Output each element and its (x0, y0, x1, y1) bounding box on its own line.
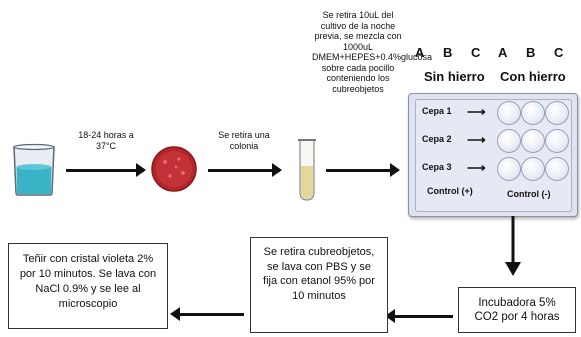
well (521, 101, 545, 125)
step-take-colony-text: Se retira una colonia (218, 130, 270, 151)
column-header-c2: C (554, 45, 564, 60)
row-label-cepa-2: Cepa 2 (422, 134, 452, 144)
control-positive-label: Control (+) (427, 186, 473, 196)
beaker-icon (10, 143, 58, 197)
well (521, 129, 545, 153)
well (497, 157, 521, 181)
well (545, 129, 569, 153)
row-label-cepa-1: Cepa 1 (422, 106, 452, 116)
column-header-b1: B (443, 45, 453, 60)
arrow-beaker-to-petri (66, 163, 146, 177)
group-label-sin-hierro: Sin hierro (424, 69, 485, 84)
arrow-fix-to-stain (170, 307, 244, 321)
fix-text: Se retira cubreobjetos, se lava con PBS … (263, 246, 375, 302)
row-arrow-icon: ⟶ (467, 104, 486, 119)
well-plate: Cepa 1 Cepa 2 Cepa 3 ⟶ ⟶ ⟶ Control (+) C… (408, 93, 578, 217)
arrow-petri-to-tube (208, 163, 282, 177)
step-mix-text: Se retira 10uL del cultivo de la noche p… (312, 10, 433, 94)
stain-text: Teñir con cristal violeta 2% por 10 minu… (19, 253, 157, 310)
well (545, 157, 569, 181)
step-incubate-text: 18-24 horas a 37°C (78, 130, 134, 151)
well (497, 129, 521, 153)
petri-dish-icon (150, 145, 198, 193)
well (545, 101, 569, 125)
arrow-incubator-to-fix (385, 309, 453, 323)
row-arrow-icon: ⟶ (467, 160, 486, 175)
arrow-plate-to-incubator (503, 216, 523, 278)
arrow-tube-to-plate (326, 163, 400, 177)
column-header-b2: B (526, 45, 536, 60)
well (521, 157, 545, 181)
column-header-c1: C (471, 45, 481, 60)
stain-box: Teñir con cristal violeta 2% por 10 minu… (8, 243, 168, 329)
incubator-box: Incubadora 5% CO2 por 4 horas (458, 287, 576, 333)
row-arrow-icon: ⟶ (467, 132, 486, 147)
well (497, 101, 521, 125)
incubator-text: Incubadora 5% CO2 por 4 horas (474, 297, 560, 323)
fix-box: Se retira cubreobjetos, se lava con PBS … (250, 237, 388, 333)
group-label-con-hierro: Con hierro (500, 69, 566, 84)
column-header-a2: A (498, 45, 508, 60)
test-tube-icon (296, 138, 318, 202)
row-label-cepa-3: Cepa 3 (422, 162, 452, 172)
column-header-a1: A (415, 45, 425, 60)
control-negative-label: Control (-) (507, 189, 551, 199)
